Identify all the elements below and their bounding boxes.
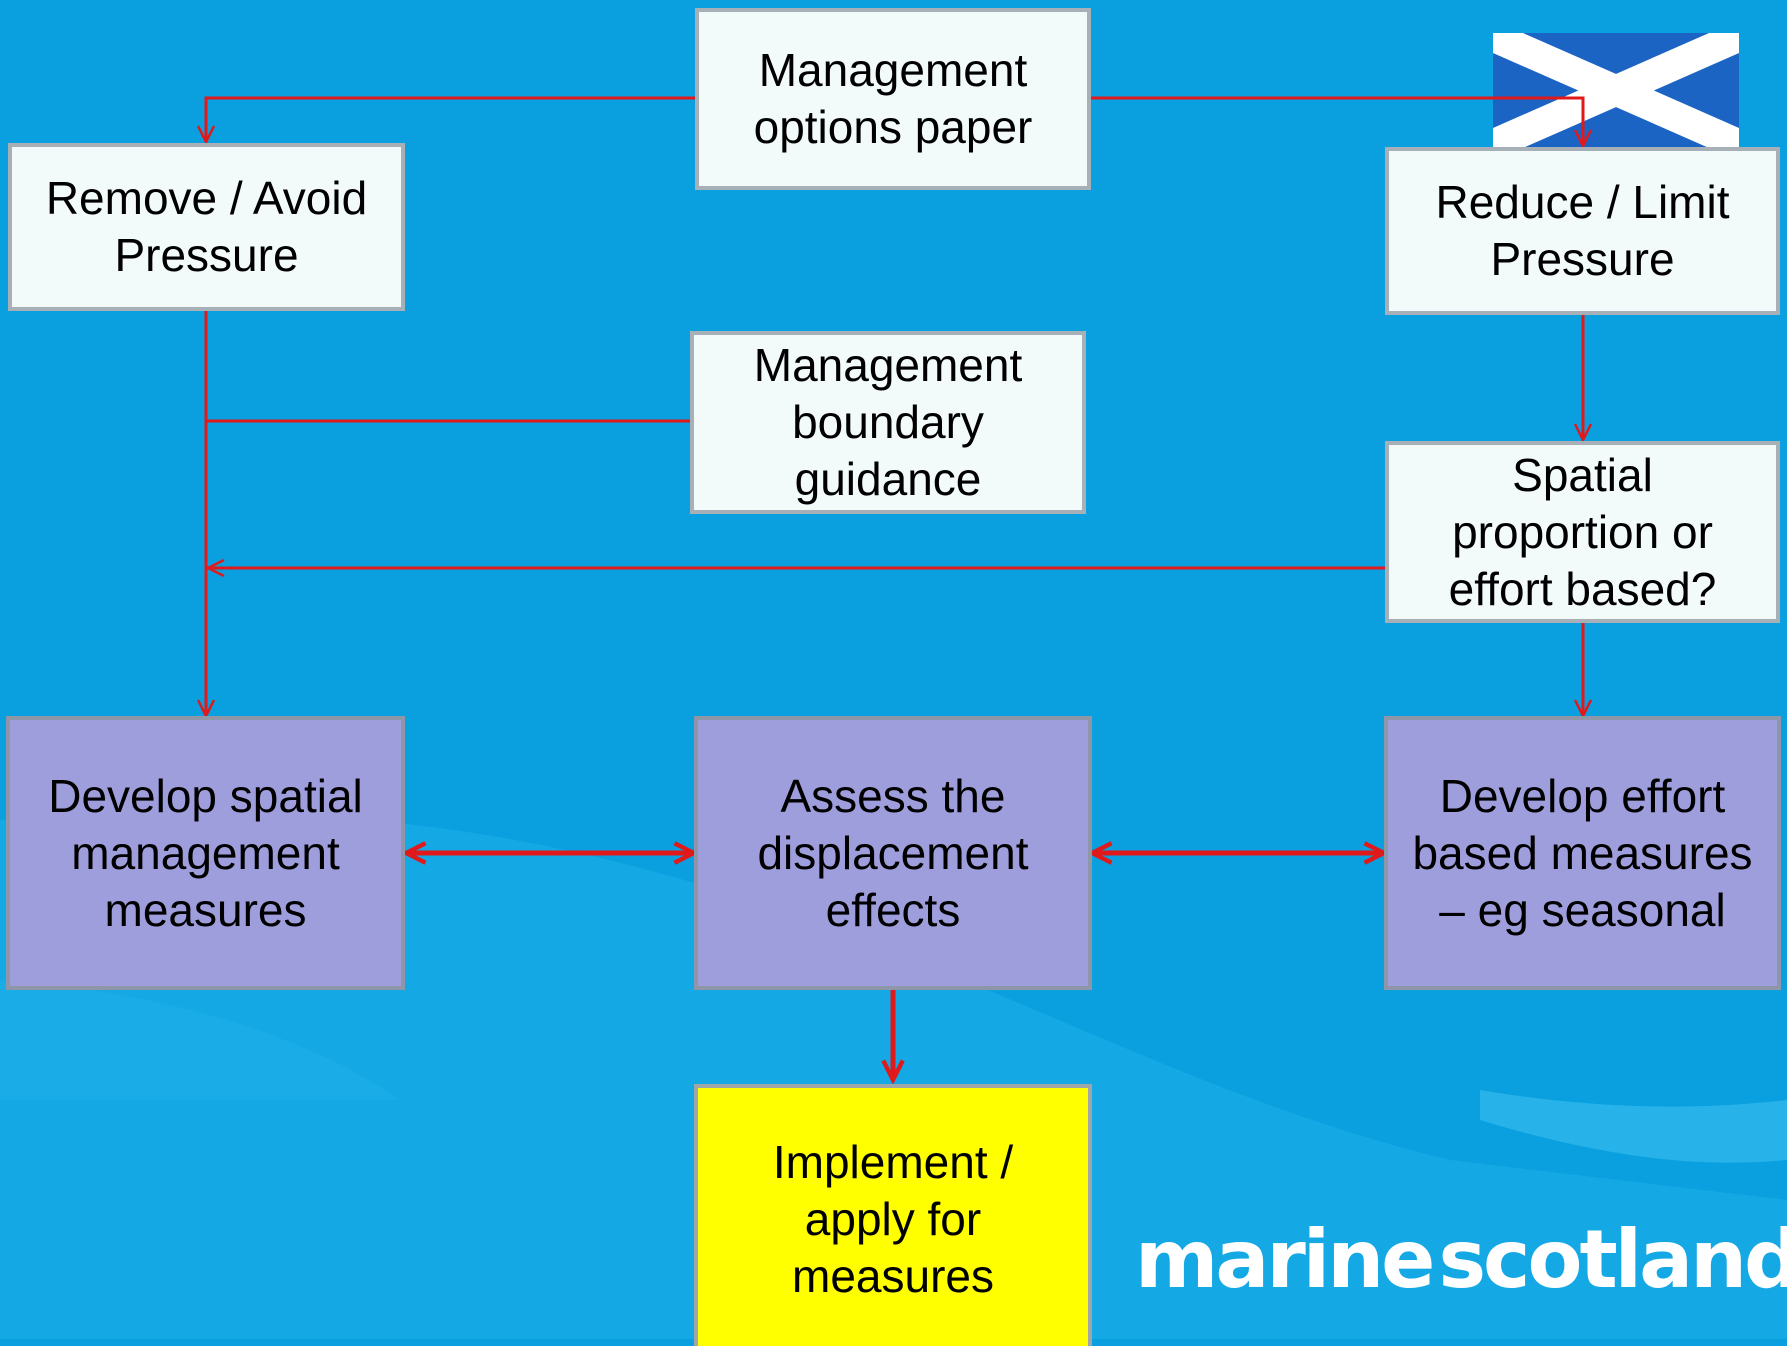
node-remove-avoid-pressure: Remove / Avoid Pressure <box>8 143 405 311</box>
node-label: Remove / Avoid Pressure <box>45 172 368 281</box>
node-label: Implement / apply for measures <box>772 1136 1014 1302</box>
node-spatial-proportion-or-effort: Spatial proportion or effort based? <box>1385 441 1780 623</box>
node-label: Management boundary guidance <box>753 339 1023 505</box>
node-label: Management options paper <box>753 44 1033 153</box>
node-reduce-limit-pressure: Reduce / Limit Pressure <box>1385 147 1780 315</box>
node-label: Assess the displacement effects <box>757 769 1029 936</box>
scottish-flag-icon <box>1493 33 1739 148</box>
node-implement-apply-measures: Implement / apply for measures <box>694 1084 1092 1346</box>
node-assess-displacement-effects: Assess the displacement effects <box>694 716 1092 990</box>
node-label: Develop effort based measures – eg seaso… <box>1412 769 1753 936</box>
marine-scotland-logo: marinescotland <box>1135 1213 1787 1306</box>
node-management-options-paper: Management options paper <box>695 8 1091 190</box>
node-develop-effort-measures: Develop effort based measures – eg seaso… <box>1384 716 1781 990</box>
logo-scotland: scotland <box>1438 1213 1787 1306</box>
node-develop-spatial-measures: Develop spatial management measures <box>6 716 405 990</box>
node-label: Spatial proportion or effort based? <box>1448 448 1717 615</box>
logo-marine: marine <box>1135 1213 1435 1306</box>
node-management-boundary-guidance: Management boundary guidance <box>690 331 1086 514</box>
node-label: Reduce / Limit Pressure <box>1435 176 1730 285</box>
node-label: Develop spatial management measures <box>48 769 363 936</box>
